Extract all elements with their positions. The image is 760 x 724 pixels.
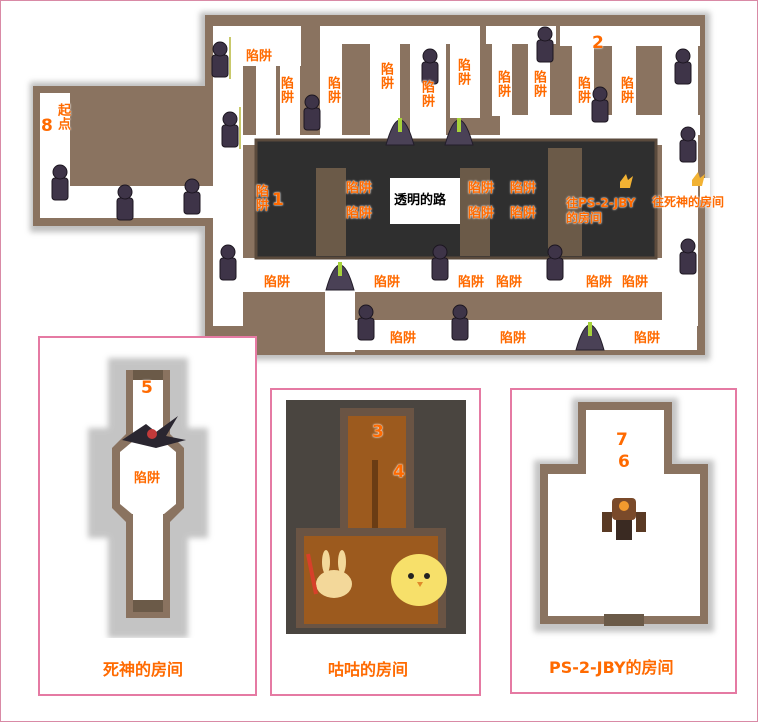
death-room-panel: 5 陷阱 死神的房间: [38, 336, 257, 696]
trap-label: 陷阱: [455, 58, 470, 86]
trap-label: 陷阱: [419, 80, 434, 108]
trap-label: 陷阱: [346, 181, 373, 196]
death-room-title: 死神的房间: [103, 660, 184, 679]
trap-label: 陷阱: [468, 206, 495, 221]
trap-label: 陷阱: [618, 76, 633, 104]
trap-label: 陷阱: [374, 275, 401, 290]
trap-label: 陷阱: [390, 331, 417, 346]
marker-4: 4: [393, 462, 405, 482]
trap-label: 陷阱: [378, 62, 393, 90]
marker-1: 1: [272, 190, 284, 210]
gugu-room-panel: 3 4 咕咕的房间: [270, 388, 481, 696]
trap-label: 陷阱: [325, 76, 340, 104]
trap-label: 陷阱: [622, 275, 649, 290]
trap-label: 陷阱: [495, 70, 510, 98]
trap-label: 陷阱: [346, 206, 373, 221]
trap-label: 陷阱: [458, 275, 485, 290]
rabbit-monster-icon: [306, 550, 352, 598]
marker-8: 8: [41, 116, 53, 136]
trap-label: 陷阱: [246, 49, 273, 64]
ps-room-panel: 7 6 PS-2-JBY的房间: [510, 388, 737, 694]
death-reaper-icon: [122, 416, 186, 448]
to-death-label: 往死神的房间: [652, 195, 725, 209]
marker-7: 7: [616, 430, 628, 450]
marker-6: 6: [618, 452, 630, 472]
trap-label: 陷阱: [468, 181, 495, 196]
ps-room-title: PS-2-JBY的房间: [549, 658, 674, 677]
trap-label: 陷阱: [510, 206, 537, 221]
start-label: 起点: [55, 103, 70, 131]
robot-boss-icon: [602, 498, 646, 540]
to-ps2jby-label: 往PS-2-JBY的房间: [566, 196, 636, 225]
chick-monster-icon: [391, 554, 447, 606]
trap-label: 陷阱: [253, 184, 268, 212]
central-hall: [254, 138, 658, 260]
trap-label: 陷阱: [634, 331, 661, 346]
trap-label: 陷阱: [264, 275, 291, 290]
trap-label: 陷阱: [278, 76, 293, 104]
trap-label: 陷阱: [586, 275, 613, 290]
death-room-map: [88, 358, 208, 638]
trap-label: 陷阱: [575, 76, 590, 104]
marker-3: 3: [372, 422, 384, 442]
gugu-room-title: 咕咕的房间: [328, 660, 409, 679]
trap-label: 陷阱: [510, 181, 537, 196]
ps-room-map: [534, 398, 714, 632]
trap-label: 陷阱: [496, 275, 523, 290]
trap-label: 陷阱: [531, 70, 546, 98]
transparent-road-label: 透明的路: [394, 193, 447, 208]
trap-label: 陷阱: [134, 471, 161, 486]
marker-5: 5: [141, 378, 153, 398]
gugu-room-map: [286, 400, 466, 634]
trap-label: 陷阱: [500, 331, 527, 346]
marker-2: 2: [592, 33, 604, 53]
